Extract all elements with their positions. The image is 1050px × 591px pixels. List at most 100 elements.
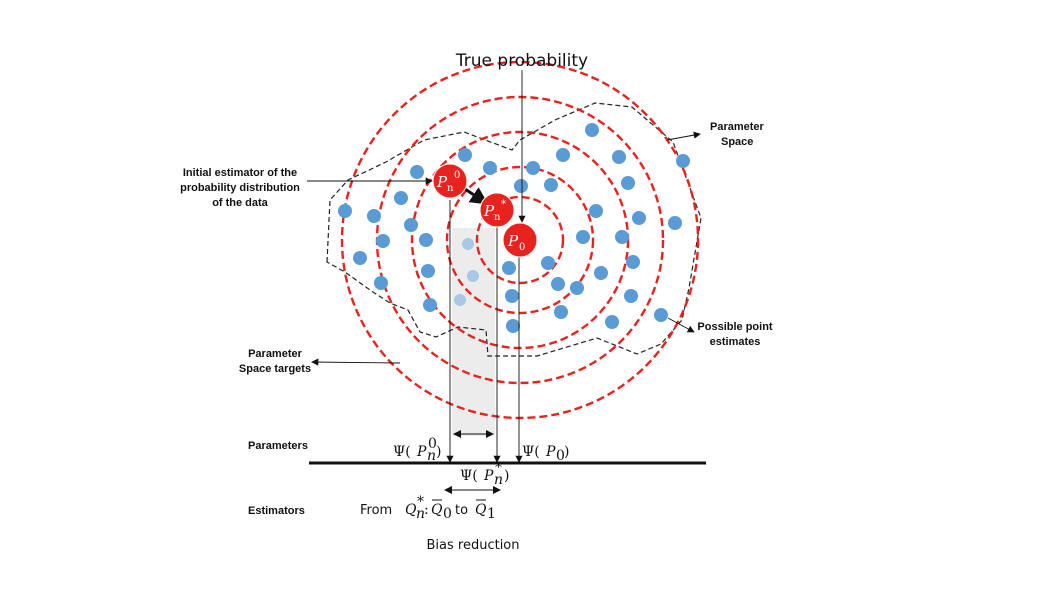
ring-5	[340, 60, 700, 420]
point-estimate-dot	[570, 281, 584, 295]
label-space-targets-2: Space targets	[239, 363, 311, 375]
point-estimate-dot	[410, 165, 424, 179]
point-estimates	[338, 123, 690, 333]
point-estimate-dot	[374, 276, 388, 290]
point-estimate-dot	[526, 161, 540, 175]
leader-parameter-space	[666, 131, 701, 141]
label-parameter-space-2: Space	[721, 136, 753, 148]
point-estimate-dot	[514, 179, 528, 193]
ring-2	[445, 165, 595, 315]
from-q1: Q	[475, 502, 487, 518]
point-estimate-dot	[585, 123, 599, 137]
point-estimate-dot	[502, 261, 516, 275]
point-estimate-dot	[632, 211, 646, 225]
node-pnstar-main: P	[483, 202, 495, 220]
point-estimate-dot	[621, 176, 635, 190]
point-estimate-dot	[624, 289, 638, 303]
psi-pnstar-label: Ψ( P n * )	[460, 460, 509, 488]
psi-pn0-sup: 0	[428, 436, 437, 452]
label-possible-point-2: estimates	[710, 336, 761, 348]
point-estimate-dot	[367, 209, 381, 223]
from-q-sub: n	[416, 506, 425, 522]
point-estimate-dot	[483, 161, 497, 175]
point-estimate-dot	[676, 154, 690, 168]
psi-p0-main: P	[545, 444, 556, 460]
point-estimate-dot	[338, 204, 352, 218]
point-estimate-dot	[505, 289, 519, 303]
label-parameter-space-1: Parameter	[710, 121, 765, 133]
faded-dot	[467, 270, 479, 282]
point-estimate-dot	[626, 255, 640, 269]
from-q1-sub: 1	[487, 506, 496, 522]
point-estimate-dot	[423, 298, 437, 312]
point-estimate-dot	[594, 266, 608, 280]
point-estimate-dot	[589, 204, 603, 218]
node-p0-main: P	[507, 232, 519, 250]
point-estimate-dot	[544, 178, 558, 192]
point-estimate-dot	[615, 230, 629, 244]
point-estimate-dot	[394, 191, 408, 205]
point-estimate-dot	[376, 234, 390, 248]
label-possible-point-1: Possible point	[697, 321, 773, 333]
label-estimators: Estimators	[248, 505, 305, 517]
faded-dot	[462, 238, 474, 250]
label-space-targets-1: Parameter	[248, 348, 303, 360]
point-estimate-dot	[506, 319, 520, 333]
psi-pn0-main: P	[416, 444, 427, 460]
node-pnstar: P n *	[479, 192, 515, 228]
node-p0: P 0	[502, 222, 538, 258]
point-estimate-dot	[419, 233, 433, 247]
psi-p0-sub: 0	[556, 448, 565, 464]
psi-p0-post: )	[564, 444, 569, 460]
point-estimate-dot	[654, 308, 668, 322]
psi-pnstar-sub: n	[494, 472, 503, 488]
node-pn0-main: P	[436, 173, 448, 191]
leader-possible-point	[667, 317, 695, 333]
label-initial-estimator-3: of the data	[212, 197, 268, 209]
faded-dots	[454, 238, 479, 306]
faded-dot	[454, 294, 466, 306]
from-word: From	[360, 503, 392, 518]
psi-pnstar-pre: Ψ(	[460, 468, 478, 484]
parameter-space-boundary	[326, 102, 702, 357]
node-pn0-sup: 0	[454, 170, 460, 181]
point-estimate-dot	[556, 148, 570, 162]
psi-pn0-post: )	[436, 444, 441, 460]
point-estimate-dot	[668, 216, 682, 230]
from-estimator-label: From Q n * : Q 0 to Q 1	[360, 494, 496, 522]
label-initial-estimator-2: probability distribution	[180, 182, 300, 194]
node-p0-sub: 0	[519, 242, 525, 253]
point-estimate-dot	[421, 264, 435, 278]
point-estimate-dot	[551, 277, 565, 291]
psi-pn0-label: Ψ( P n 0 )	[393, 436, 441, 464]
from-q-sup: *	[417, 494, 424, 510]
point-estimate-dot	[554, 305, 568, 319]
node-pnstar-sub: n	[494, 212, 501, 223]
label-initial-estimator-1: Initial estimator of the	[183, 167, 297, 179]
psi-p0-label: Ψ( P 0 )	[522, 444, 569, 464]
point-estimate-dot	[576, 230, 590, 244]
point-estimate-dot	[541, 256, 555, 270]
from-q0-sub: 0	[443, 506, 452, 522]
from-colon: :	[424, 502, 429, 518]
node-pn0-sub: n	[447, 183, 454, 194]
psi-pnstar-main: P	[483, 468, 494, 484]
point-estimate-dot	[353, 251, 367, 265]
from-q0: Q	[431, 502, 443, 518]
psi-p0-pre: Ψ(	[522, 444, 540, 460]
point-estimate-dot	[612, 150, 626, 164]
node-pn0: P n 0	[432, 163, 468, 199]
point-estimate-dot	[458, 148, 472, 162]
label-bias-reduction: Bias reduction	[427, 538, 520, 553]
psi-pnstar-sup: *	[495, 460, 502, 476]
leader-space-targets	[311, 358, 401, 366]
title-true-probability: True probability	[455, 51, 588, 71]
point-estimate-dot	[605, 315, 619, 329]
label-parameters: Parameters	[248, 440, 308, 452]
from-to: to	[455, 503, 468, 518]
from-q: Q	[405, 502, 417, 518]
point-estimate-dot	[404, 218, 418, 232]
psi-pn0-sub: n	[427, 448, 436, 464]
